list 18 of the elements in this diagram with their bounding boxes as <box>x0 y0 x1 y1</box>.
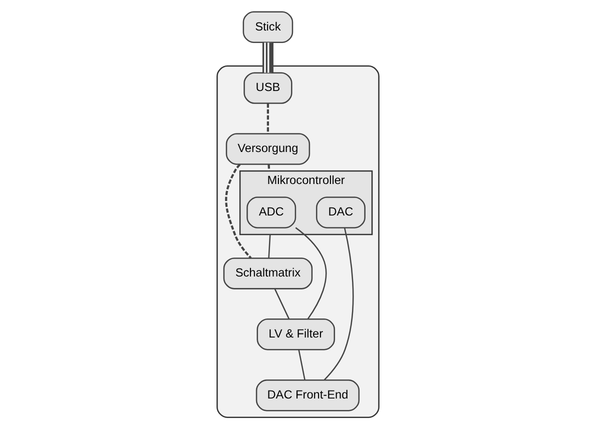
node-box: USB <box>244 72 292 104</box>
connector <box>324 228 354 380</box>
node-box: ADC <box>246 196 296 228</box>
connector <box>268 234 271 258</box>
node-box: DAC Front-End <box>256 379 360 412</box>
node-box: Versorgung <box>226 133 310 165</box>
connector <box>225 164 252 259</box>
connector <box>274 288 290 320</box>
connector <box>295 227 327 320</box>
connector <box>298 350 306 380</box>
connector <box>266 104 269 134</box>
connector <box>268 164 270 172</box>
node-box: LV & Filter <box>256 318 336 350</box>
node-box: Stick <box>242 11 294 43</box>
node-box: Schaltmatrix <box>223 258 313 290</box>
cluster <box>216 65 380 418</box>
node-box: DAC <box>316 196 366 228</box>
connector <box>262 42 274 73</box>
